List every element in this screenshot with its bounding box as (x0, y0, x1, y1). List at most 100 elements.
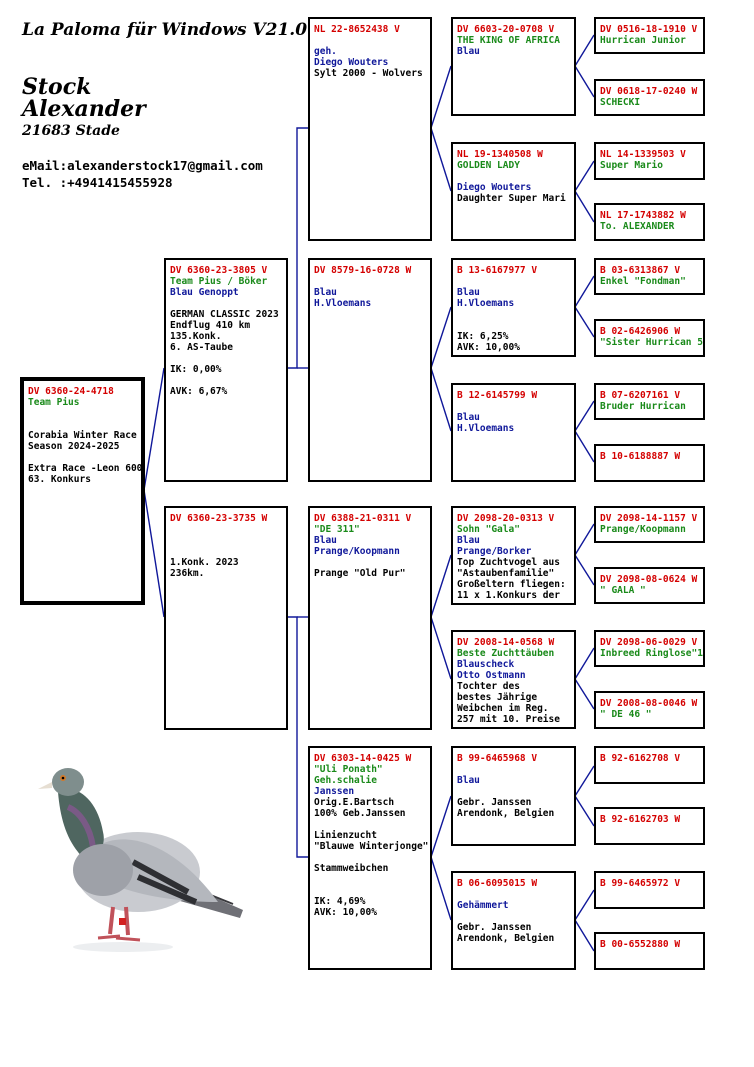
pedigree-line: 6. AS-Taube (170, 342, 282, 353)
pedigree-line: Bruder Hurrican (600, 401, 699, 412)
pedigree-line: Extra Race -Leon 600 (28, 463, 137, 474)
pedigree-line: Sylt 2000 - Wolvers (314, 68, 426, 79)
pedigree-line (170, 353, 282, 364)
pedigree-line: AVK: 10,00% (457, 342, 570, 353)
grandparent-card: NL 22-8652438 Vgeh.Diego WoutersSylt 200… (308, 17, 432, 241)
ancestor-card: DV 2008-08-0046 W" DE 46 " (594, 691, 705, 729)
pedigree-line: Prange "Old Pur" (314, 568, 426, 579)
pedigree-line (170, 524, 282, 535)
ring-number: DV 6360-23-3735 W (170, 513, 282, 524)
pedigree-line: H.Vloemans (457, 423, 570, 434)
ring-number: B 07-6207161 V (600, 390, 699, 401)
ring-number: DV 2008-08-0046 W (600, 698, 699, 709)
pedigree-line (28, 452, 137, 463)
pedigree-line (314, 276, 426, 287)
pedigree-line: "Uli Ponath" (314, 764, 426, 775)
pedigree-line: Endflug 410 km (170, 320, 282, 331)
pedigree-line (28, 419, 137, 430)
ring-number: B 99-6465968 V (457, 753, 570, 764)
great-grandparent-card: B 06-6095015 WGehämmertGebr. JanssenAren… (451, 871, 576, 970)
pedigree-line: Beste Zuchttäuben (457, 648, 570, 659)
pedigree-line: 135.Konk. (170, 331, 282, 342)
pedigree-line: Blau Genoppt (170, 287, 282, 298)
pedigree-line: H.Vloemans (314, 298, 426, 309)
ring-number: DV 6303-14-0425 W (314, 753, 426, 764)
pedigree-line: Season 2024-2025 (28, 441, 137, 452)
pedigree-line: "Astaubenfamilie" (457, 568, 570, 579)
pedigree-line: AVK: 10,00% (314, 907, 426, 918)
pedigree-line: Top Zuchtvogel aus (457, 557, 570, 568)
pedigree-line: Otto Ostmann (457, 670, 570, 681)
pedigree-line: Blau (457, 412, 570, 423)
pedigree-line (314, 35, 426, 46)
pedigree-line: SCHECKI (600, 97, 699, 108)
pedigree-line (314, 557, 426, 568)
pedigree-line: GERMAN CLASSIC 2023 (170, 309, 282, 320)
ring-number: DV 2098-06-0029 V (600, 637, 699, 648)
pedigree-line: Linienzucht (314, 830, 426, 841)
pedigree-line (457, 309, 570, 320)
pedigree-line: 63. Konkurs (28, 474, 137, 485)
ring-number: DV 6360-23-3805 V (170, 265, 282, 276)
pedigree-line: bestes Jährige (457, 692, 570, 703)
pedigree-line (457, 764, 570, 775)
ring-number: DV 8579-16-0728 W (314, 265, 426, 276)
ancestor-card: B 99-6465972 V (594, 871, 705, 909)
pedigree-line: Stammweibchen (314, 863, 426, 874)
pedigree-line: Geh.schalie (314, 775, 426, 786)
pedigree-line: "Blauwe Winterjonge" (314, 841, 426, 852)
pedigree-line: " DE 46 " (600, 709, 699, 720)
pedigree-line (314, 819, 426, 830)
pedigree-line: Prange/Koopmann (314, 546, 426, 557)
pedigree-line: 257 mit 10. Preise (457, 714, 570, 725)
pedigree-line (457, 889, 570, 900)
pedigree-line (457, 401, 570, 412)
great-grandparent-card: DV 6603-20-0708 VTHE KING OF AFRICABlau (451, 17, 576, 116)
pedigree-line: Tochter des (457, 681, 570, 692)
pedigree-line: Gebr. Janssen (457, 922, 570, 933)
ring-number: B 02-6426906 W (600, 326, 699, 337)
pedigree-line: Blau (457, 46, 570, 57)
ring-number: DV 2008-14-0568 W (457, 637, 570, 648)
pedigree-line (457, 171, 570, 182)
pedigree-line: IK: 4,69% (314, 896, 426, 907)
great-grandparent-card: DV 2098-20-0313 VSohn "Gala"BlauPrange/B… (451, 506, 576, 605)
ring-number: NL 14-1339503 V (600, 149, 699, 160)
pedigree-line: Blau (457, 775, 570, 786)
pedigree-line: "DE 311" (314, 524, 426, 535)
ring-number: NL 17-1743882 W (600, 210, 699, 221)
ancestor-card: B 10-6188887 W (594, 444, 705, 482)
ring-number: DV 2098-14-1157 V (600, 513, 699, 524)
pedigree-line: Arendonk, Belgien (457, 808, 570, 819)
ring-number: B 12-6145799 W (457, 390, 570, 401)
pedigree-line: Sohn "Gala" (457, 524, 570, 535)
pedigree-line: Inbreed Ringlose"12" (600, 648, 699, 659)
ring-number: DV 0516-18-1910 V (600, 24, 699, 35)
pedigree-line (457, 786, 570, 797)
pedigree-line: Prange/Borker (457, 546, 570, 557)
pedigree-line (170, 535, 282, 546)
pedigree-line: 1.Konk. 2023 (170, 557, 282, 568)
pedigree-line: THE KING OF AFRICA (457, 35, 570, 46)
ring-number: NL 19-1340508 W (457, 149, 570, 160)
pedigree-line: IK: 0,00% (170, 364, 282, 375)
pigeon-photo (18, 752, 250, 957)
pedigree-line: "Sister Hurrican 51" (600, 337, 699, 348)
pedigree-line: Blau (457, 287, 570, 298)
pedigree-line: Prange/Koopmann (600, 524, 699, 535)
ring-number: DV 6603-20-0708 V (457, 24, 570, 35)
pedigree-line: Diego Wouters (457, 182, 570, 193)
pedigree-line (457, 320, 570, 331)
ring-number: B 92-6162703 W (600, 814, 699, 825)
pedigree-line: Großeltern fliegen: (457, 579, 570, 590)
pedigree-line: Team Pius / Böker (170, 276, 282, 287)
